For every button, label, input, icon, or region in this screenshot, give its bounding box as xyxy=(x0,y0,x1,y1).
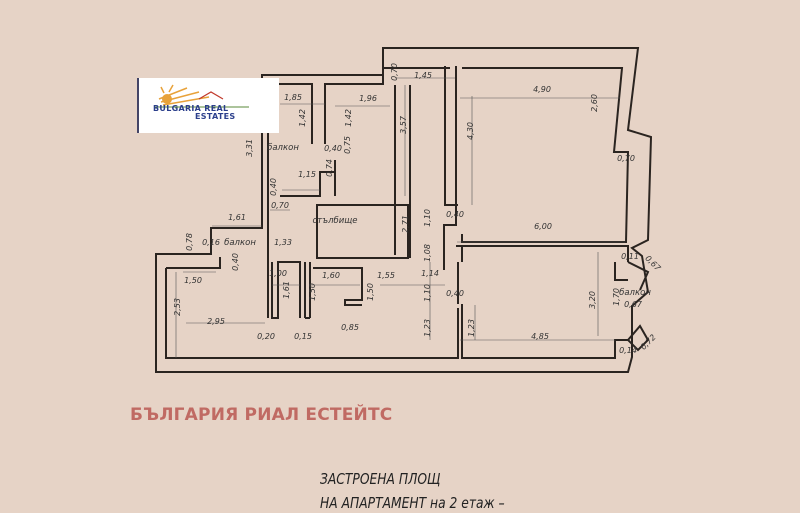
caption-line1: ЗАСТРОЕНА ПЛОЩ xyxy=(320,470,441,488)
dimension-label: 1,10 xyxy=(423,209,432,227)
dimension-label: 1,10 xyxy=(423,284,432,302)
dimension-label: 3,57 xyxy=(399,115,408,134)
dimension-label: 4,30 xyxy=(466,122,475,140)
dimension-label: 1,15 xyxy=(298,170,316,179)
dimension-label: 3,31 xyxy=(245,139,254,157)
dimension-label: 1,42 xyxy=(344,109,353,127)
dimension-label: 0,20 xyxy=(257,332,275,341)
dimension-label: 1,60 xyxy=(322,271,340,280)
dimension-label: 1,96 xyxy=(359,94,377,103)
dimension-label: 0,40 xyxy=(446,210,464,219)
dimension-label: 0,11 xyxy=(621,252,639,261)
dimension-label: 1,23 xyxy=(467,319,476,337)
dimension-label: 0,74 xyxy=(325,159,334,177)
room-label: балкон xyxy=(267,143,299,153)
dimension-line-paths xyxy=(175,77,625,358)
dimension-label: 2,95 xyxy=(207,317,225,326)
dimension-label: 0,85 xyxy=(341,323,359,332)
logo-text: BULGARIA REAL ESTATES xyxy=(153,105,235,121)
dimension-label: 1,45 xyxy=(414,71,432,80)
dimension-label: 2,71 xyxy=(401,215,410,233)
logo-line2: ESTATES xyxy=(195,112,236,121)
dimension-label: 0,14 xyxy=(619,346,637,355)
dimension-label: 6,00 xyxy=(534,222,552,231)
dimension-label: 0,70 xyxy=(390,63,399,81)
caption-line2: НА АПАРТАМЕНТ на 2 етаж – xyxy=(320,494,505,512)
dimension-label: 1,85 xyxy=(284,93,302,102)
bay-window xyxy=(626,261,650,352)
dimension-label: 1,00 xyxy=(269,269,287,278)
dimension-label: 1,50 xyxy=(308,283,317,301)
dimension-label: 1,33 xyxy=(274,238,292,247)
sun-logo-icon xyxy=(154,84,249,108)
dimension-label: 0,70 xyxy=(617,154,635,163)
dimension-label: 0,15 xyxy=(294,332,312,341)
dimension-label: 4,85 xyxy=(531,332,549,341)
watermark-text: БЪЛГАРИЯ РИАЛ ЕСТЕЙТС xyxy=(130,405,393,425)
dimension-label: 1,70 xyxy=(612,288,621,306)
dimension-label: 1,23 xyxy=(423,319,432,337)
room-label: балкон xyxy=(619,288,651,298)
room-label: балкон xyxy=(224,238,256,248)
dimension-label: 2,53 xyxy=(173,298,182,316)
dimension-label: 1,61 xyxy=(228,213,246,222)
dimension-label: 0,16 xyxy=(202,238,220,247)
dimension-label: 0,40 xyxy=(231,253,240,271)
dimension-label: 1,14 xyxy=(421,269,439,278)
dimension-label: 3,20 xyxy=(588,291,597,309)
dimension-label: 1,50 xyxy=(184,276,202,285)
dimension-label: 1,08 xyxy=(423,244,432,262)
dimension-label: 0,40 xyxy=(269,178,278,196)
room-label: стълбище xyxy=(312,216,357,226)
dimension-label: 0,67 xyxy=(624,300,643,309)
dimension-label: 0,72 xyxy=(639,333,658,352)
outer-wall-outline xyxy=(155,47,653,373)
dimension-label: 0,40 xyxy=(446,289,464,298)
logo-line1: BULGARIA REAL xyxy=(153,104,229,113)
dimension-label: 1,42 xyxy=(298,109,307,127)
dimension-label: 0,70 xyxy=(271,201,289,210)
interior-walls xyxy=(271,66,629,319)
dimension-label: 2,60 xyxy=(590,94,599,112)
inner-wall-outline xyxy=(165,66,630,359)
dimension-label: 1,55 xyxy=(377,271,395,280)
dimension-label: 0,40 xyxy=(324,144,342,153)
dimension-lines xyxy=(175,77,625,358)
dimension-label: 1,50 xyxy=(366,283,375,301)
dimension-label: 4,90 xyxy=(533,85,551,94)
walls xyxy=(155,47,653,373)
dimension-label: 0,78 xyxy=(185,233,194,251)
company-logo: BULGARIA REAL ESTATES xyxy=(137,78,279,133)
dimension-label: 0,75 xyxy=(343,136,352,154)
dimension-label: 1,61 xyxy=(282,281,291,299)
